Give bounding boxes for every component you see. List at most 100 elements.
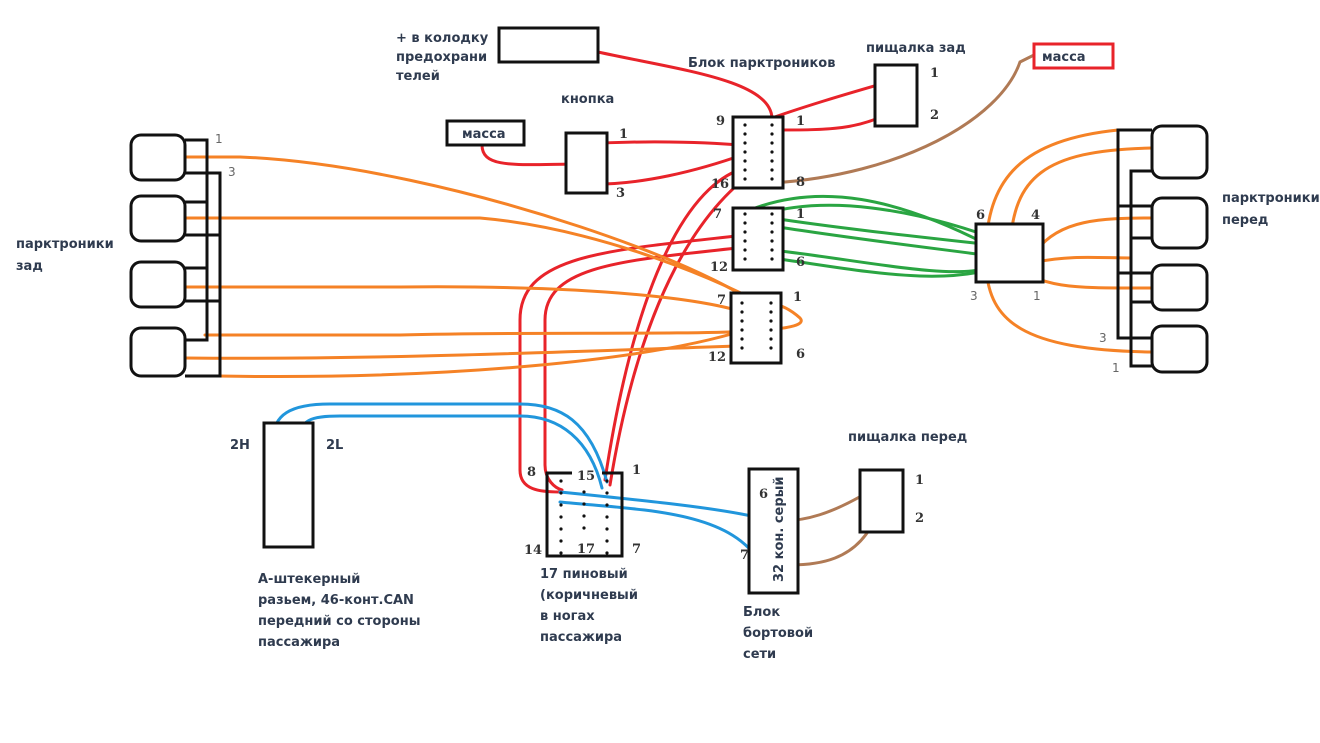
front-sensors-pin-3: 3 (1099, 331, 1107, 345)
wire-green-2 (743, 203, 1012, 246)
park-low-pin-dot (769, 310, 773, 314)
pin17-pin-dot (605, 527, 609, 531)
wire-pin17-to-onboard-7 (558, 500, 762, 565)
rear-bus-3 (185, 171, 222, 378)
park-top-pin-dot (743, 141, 747, 145)
front-buzzer-pin-2: 2 (915, 511, 924, 526)
front-sensor-4 (1150, 324, 1209, 374)
park-low-pin-dot (740, 310, 744, 314)
rear-sensor-3 (129, 260, 187, 309)
park-low-pin-dot (740, 319, 744, 323)
park-top-pin-9: 9 (716, 114, 725, 129)
can-label-2: разьем, 46-конт.CAN (258, 593, 414, 608)
wire-rear-s3 (183, 285, 774, 332)
wire-rear-s4c (216, 328, 747, 379)
pin17-pin-14: 14 (524, 543, 542, 558)
park-top-pin-dot (770, 141, 774, 145)
can-pin-2h: 2H (230, 438, 250, 453)
pin17-pin-dot (605, 479, 609, 483)
front-sensors (1116, 124, 1209, 374)
pin17-pin-dot (582, 514, 586, 518)
park-mid-pin-dot (770, 239, 774, 243)
rear-sensor-1 (129, 133, 187, 182)
onboard-connector-label: 32 кон. серый (772, 476, 787, 582)
park-mid-pin-dot (770, 212, 774, 216)
wire-front-2 (1008, 146, 1154, 246)
front-buzzer-box (858, 468, 905, 534)
wire-rear-s1 (183, 155, 774, 324)
pin17-pin-dot (559, 539, 563, 543)
button-pin-3: 3 (616, 186, 625, 201)
pin17-label-3: в ногах (540, 609, 595, 624)
front-junction-pin-4: 4 (1031, 208, 1040, 223)
wire-park-to-ground (770, 53, 1036, 185)
pin17-label-4: пассажира (540, 630, 622, 645)
park-top-pin-16: 16 (711, 177, 729, 192)
pin17-box (545, 471, 624, 558)
wire-fuse-to-park (596, 50, 774, 120)
park-block-low (729, 291, 783, 365)
front-junction-box (974, 222, 1045, 284)
onboard-pin-6: 6 (759, 487, 768, 502)
front-junction-pin-6: 6 (976, 208, 985, 223)
can-label-3: передний со стороны (258, 614, 420, 629)
park-block-mid (731, 206, 785, 272)
can-label-1: А-штекерный (258, 572, 360, 587)
pin17-pin-15: 15 (577, 469, 595, 484)
pin17-pin-dot (559, 551, 563, 555)
park-top-pin-dot (743, 123, 747, 127)
park-top-pin-dot (770, 168, 774, 172)
ground-right-label: масса (1042, 50, 1086, 65)
park-top-pin-dot (770, 159, 774, 163)
rear-bus-1 (185, 138, 209, 342)
wire-rear-s4a (203, 301, 803, 337)
rear-sensors-pin-1: 1 (215, 132, 223, 146)
front-buzzer-pin-1: 1 (915, 473, 924, 488)
park-low-pin-1: 1 (793, 290, 802, 305)
pin17-pin-dot (605, 539, 609, 543)
wire-park-to-pin17-a (603, 166, 747, 482)
wire-front-1 (984, 128, 1120, 246)
ground-box-right (1032, 42, 1115, 70)
front-sensor-3 (1150, 263, 1209, 312)
front-bus-1 (1129, 169, 1152, 368)
can-label-4: пассажира (258, 635, 340, 650)
button-box (564, 131, 609, 195)
park-top-pin-dot (770, 123, 774, 127)
park-mid-pin-dot (743, 239, 747, 243)
front-junction-pin-3: 3 (970, 289, 978, 303)
pin17-pin-dot (559, 527, 563, 531)
wire-rear-s2 (183, 216, 774, 312)
wire-front-3 (1035, 216, 1154, 252)
park-low-pin-dot (769, 328, 773, 332)
pin17-pin-7: 7 (632, 542, 641, 557)
park-low-pin-dot (769, 319, 773, 323)
park-mid-pin-dot (743, 212, 747, 216)
rear-sensors-label-2: зад (16, 259, 43, 274)
park-low-pin-dot (769, 346, 773, 350)
park-low-pin-dot (740, 337, 744, 341)
front-sensors-label-1: парктроники (1222, 191, 1320, 206)
onboard-pin-7: 7 (740, 548, 749, 563)
pin17-pin-dot (559, 491, 563, 495)
pin17-pin-dot (559, 515, 563, 519)
can-wires (271, 402, 762, 565)
park-top-pin-dot (743, 132, 747, 136)
park-mid-pin-dot (743, 221, 747, 225)
pin17-pin-dot (559, 479, 563, 483)
pin17-pin-17: 17 (577, 542, 595, 557)
rear-buzzer-pin-2: 2 (930, 108, 939, 123)
wire-green-5 (770, 248, 988, 274)
park-mid-pin-12: 12 (710, 260, 728, 275)
fuse-label-2: предохрани (396, 50, 487, 65)
park-mid-pin-dot (743, 257, 747, 261)
park-low-pin-12: 12 (708, 350, 726, 365)
button-label: кнопка (561, 92, 614, 107)
wire-can-2h (271, 402, 609, 484)
park-mid-pin-dot (770, 248, 774, 252)
can-connector-box (262, 421, 315, 549)
